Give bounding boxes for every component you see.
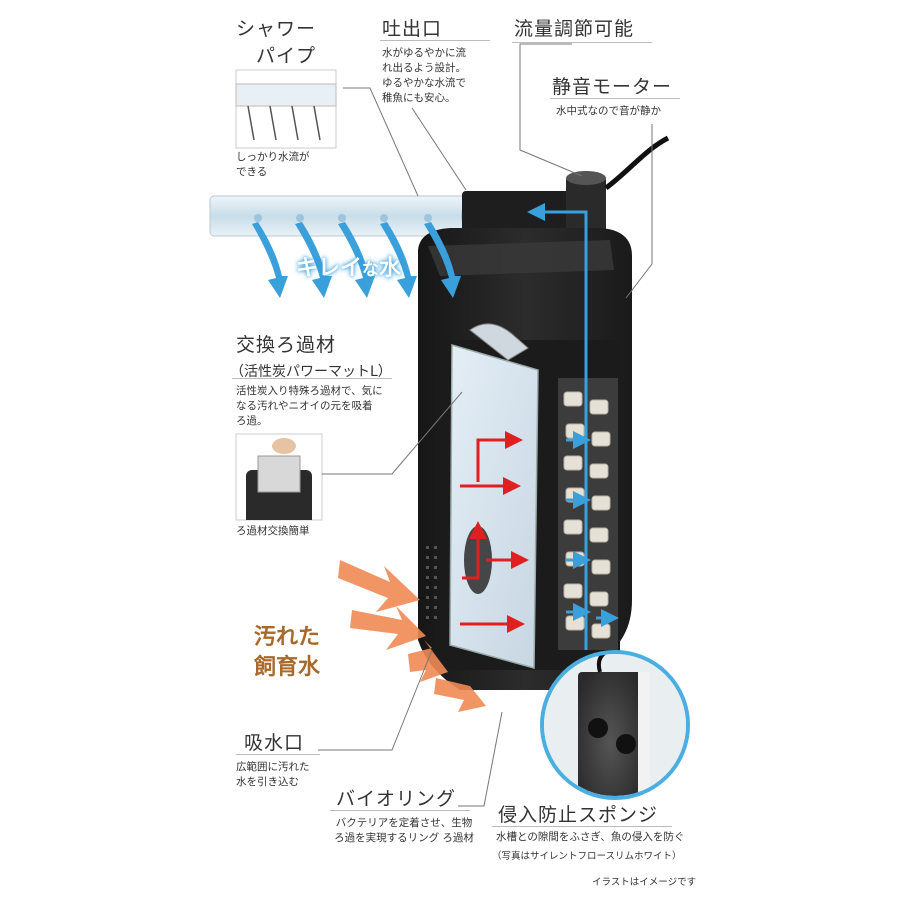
filter-media-title: 交換ろ過材 xyxy=(236,334,337,356)
outlet-desc-line4: 稚魚にも安心。 xyxy=(382,92,456,104)
bio-ring-chamber xyxy=(558,378,618,650)
filter-media-subtitle: （活性炭パワーマットL） xyxy=(230,364,392,380)
outlet-desc-line2: れ出るよう設計。 xyxy=(382,62,466,74)
sponge-label: 侵入防止スポンジ xyxy=(498,800,658,827)
leader-lines xyxy=(318,43,653,807)
filter-media-desc: 活性炭入り特殊ろ過材で、気に なる汚れやニオイの元を吸着 ろ過。 xyxy=(236,384,383,429)
silent-motor-label: 静音モーター xyxy=(552,72,672,99)
intake-desc: 広範囲に汚れた 水を引き込む xyxy=(236,760,310,790)
bio-ring-label: バイオリング xyxy=(336,784,456,811)
shower-pipe-title-line1: シャワー xyxy=(236,18,317,40)
outlet-desc: 水がゆるやかに流 れ出るよう設計。 ゆるやかな水流で 稚魚にも安心。 xyxy=(382,46,466,106)
filter-media-label: 交換ろ過材 （活性炭パワーマットL） xyxy=(230,330,392,381)
silent-motor-desc: 水中式なので音が静か xyxy=(556,105,661,117)
sponge-desc: 水槽との隙間をふさぎ、魚の侵入を防ぐ xyxy=(496,831,685,843)
filter-media-thumbnail xyxy=(235,433,323,521)
outlet-desc-line1: 水がゆるやかに流 xyxy=(382,47,466,59)
shower-pipe-desc-line1: しっかり水流が xyxy=(236,151,310,163)
filter-media-desc-line3: ろ過。 xyxy=(236,415,268,427)
dirty-water-line2: 飼育水 xyxy=(254,654,321,680)
clean-water-text-c: 水 xyxy=(379,256,402,281)
intake-title: 吸水口 xyxy=(244,732,305,754)
power-cord xyxy=(604,135,670,190)
clean-water-label: キレイな水 xyxy=(296,250,401,282)
dirty-water-line1: 汚れた xyxy=(254,624,321,650)
outlet-head xyxy=(462,171,606,242)
filter-media-sheet xyxy=(449,323,539,669)
shower-pipe-label: シャワー パイプ xyxy=(236,14,316,68)
filter-media-photo-caption: ろ過材交換簡単 xyxy=(236,525,310,537)
flow-adjust-label: 流量調節可能 xyxy=(514,14,634,41)
outlet-desc-line3: ゆるやかな水流で xyxy=(382,77,466,89)
sponge-callout xyxy=(540,650,690,800)
disclaimer: イラストはイメージです xyxy=(592,877,697,888)
sponge-title: 侵入防止スポンジ xyxy=(498,804,659,826)
bio-ring-desc-line2: ろ過を実現するリング ろ過材 xyxy=(334,832,474,844)
flow-adjust-title: 流量調節可能 xyxy=(514,18,635,40)
bio-ring-desc: バクテリアを定着させ、生物 ろ過を実現するリング ろ過材 xyxy=(324,816,484,846)
shower-pipe-title-line2: パイプ xyxy=(256,45,317,67)
dirty-water-flow xyxy=(460,431,529,633)
bio-ring-desc-line1: バクテリアを定着させ、生物 xyxy=(335,817,473,829)
clean-water-flow xyxy=(527,203,619,650)
shower-water-arrows xyxy=(252,222,461,298)
intake-desc-line1: 広範囲に汚れた xyxy=(236,761,310,773)
intake-label: 吸水口 xyxy=(244,728,304,755)
silent-motor-title: 静音モーター xyxy=(552,76,673,98)
shower-pipe-desc-line2: できる xyxy=(236,166,268,178)
filter-media-desc-line1: 活性炭入り特殊ろ過材で、気に xyxy=(236,385,383,397)
filter-media-desc-line2: なる汚れやニオイの元を吸着 xyxy=(236,400,373,412)
bio-ring-title: バイオリング xyxy=(336,788,457,810)
outlet-label: 吐出口 xyxy=(382,14,442,41)
clean-water-text-b: な xyxy=(362,260,380,280)
intake-desc-line2: 水を引き込む xyxy=(236,776,299,788)
clean-water-text-a: キレイ xyxy=(296,256,363,281)
shower-pipe-thumbnail xyxy=(235,69,337,149)
sponge-note: （写真はサイレントフロースリムホワイト） xyxy=(492,851,682,862)
shower-pipe-desc: しっかり水流が できる xyxy=(236,150,310,180)
dirty-water-label: 汚れた 飼育水 xyxy=(254,622,320,682)
outlet-title: 吐出口 xyxy=(382,18,443,40)
